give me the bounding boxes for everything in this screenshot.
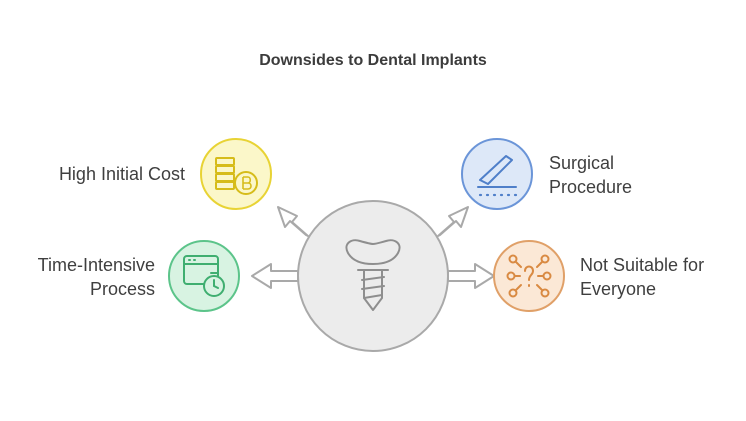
high-initial-cost-node	[200, 138, 272, 210]
not-suitable-node	[493, 240, 565, 312]
label-line: Surgical	[549, 153, 615, 173]
bitcoin-coins-icon	[215, 157, 258, 195]
time-intensive-process-node	[168, 240, 240, 312]
label-not-suitable-for-everyone: Not Suitable for Everyone	[580, 253, 740, 301]
label-line: Time-Intensive	[37, 255, 155, 275]
arrow-right	[447, 263, 495, 289]
label-line: High Initial Cost	[58, 164, 185, 184]
arrow-upper-left	[277, 206, 309, 237]
label-time-intensive-process: Time-Intensive Process	[10, 253, 155, 301]
browser-timer-icon	[183, 255, 225, 297]
label-high-initial-cost: High Initial Cost	[20, 162, 185, 186]
arrow-left	[251, 263, 299, 289]
label-line: Everyone	[580, 279, 657, 299]
surgical-procedure-node	[461, 138, 533, 210]
label-surgical-procedure: Surgical Procedure	[549, 151, 729, 199]
arrow-upper-right	[437, 206, 469, 237]
center-hub	[297, 200, 449, 352]
scalpel-icon	[477, 155, 518, 197]
label-line: Process	[89, 279, 155, 299]
dental-implant-icon	[345, 239, 401, 311]
label-line: Not Suitable for	[580, 255, 705, 275]
diagram-title: Downsides to Dental Implants	[259, 52, 487, 69]
label-line: Procedure	[549, 177, 633, 197]
question-network-icon	[506, 254, 552, 298]
